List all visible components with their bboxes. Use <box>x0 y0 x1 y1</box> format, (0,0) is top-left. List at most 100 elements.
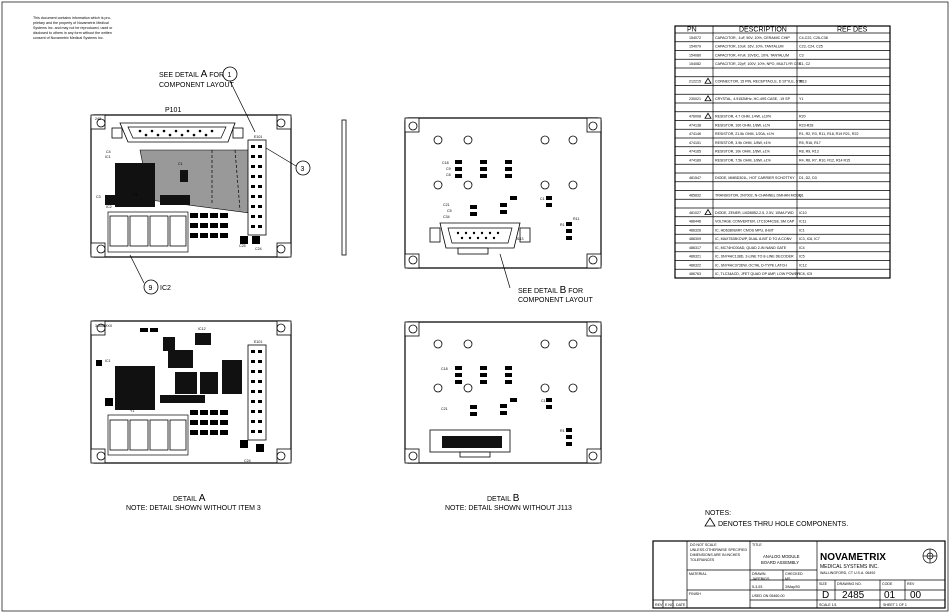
drawn-label: DRAWN <box>752 572 766 576</box>
bom-cell-pn: 474165 <box>689 150 701 154</box>
code-label: CODE <box>882 582 893 586</box>
callout-9: 9 IC2 <box>129 254 171 295</box>
tolerance-line-3: DIMENSIONS ARE IN INCHES <box>690 553 741 557</box>
bom-cell-ref: R1, R2, R3, R11, R18, R19 R21, R22 <box>799 132 858 136</box>
bom-cell-ref: R5, R16, R17 <box>799 141 821 145</box>
bom-cell-ref: C23, C24, C25 <box>799 45 823 49</box>
r11-label: R11 <box>573 217 579 221</box>
bom-cell-ref: Q1 <box>799 193 804 197</box>
bom-cell-desc: IC, MAX7528KCWP, DUAL 8-BIT D TO A CONV <box>715 237 792 241</box>
bom-cell-pn: 230021 <box>689 97 701 101</box>
bom-header-cell: PN <box>687 27 697 34</box>
title-line1: ANALOG MODULE <box>763 554 800 559</box>
r1-label-b: R1 <box>560 429 565 433</box>
board-edge-view <box>341 119 347 256</box>
c3-label: C3 <box>96 195 101 199</box>
c4-label: C4 <box>106 150 111 154</box>
warning-triangle-icon <box>704 77 712 84</box>
c21-label: C21 <box>443 203 450 207</box>
bom-cell-ref: IC10 <box>799 211 807 215</box>
ic12-label: IC12 <box>198 327 206 331</box>
detail-b-callout-line2: COMPONENT LAYOUT <box>518 297 594 304</box>
bom-cell-desc: VOLTAGE CONVERTER, LTC1044CS8, SM CAP <box>715 220 795 224</box>
detail-a-title: DETAIL A <box>173 493 206 504</box>
company-addr: WALLINGFORD, CT U.S.A. 06492 <box>820 571 875 575</box>
bom-cell-ref: IC4 <box>799 246 805 250</box>
bom-cell-pn: 154079 <box>689 45 701 49</box>
copyright-line-3: Systems Inc. and may not be reproduced, … <box>33 26 113 30</box>
bom-cell-pn: 154080 <box>689 53 701 57</box>
copyright-notice: This document contains information which… <box>33 16 114 40</box>
c34-label: C34 <box>443 215 450 219</box>
drawn-date: 5-3-93 <box>752 585 762 589</box>
callout-1-text-2: COMPONENT LAYOUT <box>159 82 235 89</box>
bom-cell-pn: 154072 <box>689 36 701 40</box>
detail-a-note: NOTE: DETAIL SHOWN WITHOUT ITEM 3 <box>126 505 261 512</box>
bom-cell-ref: C3 <box>799 53 804 57</box>
c18-label-b: C18 <box>441 367 448 371</box>
bom-cell-desc: IC, TLC34ACD, JFET QUAD OP AMP, LOW POWE… <box>715 272 800 276</box>
drawing-no-value: 2485 <box>842 590 865 601</box>
bom-cell-ref: IC8, IC9 <box>799 272 812 276</box>
title-label: TITLE <box>752 543 762 547</box>
c25-label: C25 <box>239 244 246 248</box>
callout-detail-b: SEE DETAIL B FOR COMPONENT LAYOUT <box>499 253 594 304</box>
bom-cell-desc: RESISTOR, 21.5k OHM, 1/20A, ±1% <box>715 132 775 136</box>
company-name: NOVAMETRIX <box>820 552 886 563</box>
company-sub: MEDICAL SYSTEMS INC. <box>820 564 879 570</box>
pin-label: 248 <box>95 117 101 121</box>
rev-col-2: E NO. <box>665 603 675 607</box>
code-value: 01 <box>884 590 896 601</box>
bom-cell-desc: RESISTOR, 100 OHM, 1/8W, ±1% <box>715 123 771 127</box>
callout-9-label: IC2 <box>160 285 171 292</box>
bom-cell-pn: 212215 <box>689 80 701 84</box>
c9-label: C9 <box>446 167 451 171</box>
bom-header-cell: REF DES <box>837 27 868 34</box>
checked-date: 3/May/93 <box>785 585 800 589</box>
size-label: SIZE <box>819 582 828 586</box>
bom-cell-pn: 474189 <box>689 158 701 162</box>
bom-cell-desc: CAPACITOR, 22pF, 100V, 10%, NPO, MULTLYR… <box>715 62 802 66</box>
bom-cell-pn: 154082 <box>689 62 701 66</box>
bom-cell-pn: 481547 <box>689 176 701 180</box>
warning-triangle-icon <box>704 208 712 215</box>
detail-b-title: DETAIL B <box>487 493 520 504</box>
bom-cell-ref: IC1 <box>799 228 805 232</box>
title-block: DO NOT SCALE UNLESS OTHERWISE SPECIFIED … <box>652 540 946 609</box>
bom-cell-ref: J113 <box>799 80 807 84</box>
rev-label: REV <box>907 582 915 586</box>
bom-cell-ref: R23-R28 <box>799 123 813 127</box>
callout-1-num: 1 <box>228 72 232 79</box>
bom-row: 230021 CRYSTAL, 4.9152MHz, HC-49S CASE, .… <box>689 94 803 102</box>
bom-cell-ref: R8, R9, R13 <box>799 150 819 154</box>
warning-triangle-icon <box>704 517 716 527</box>
bom-cell-ref: Y1 <box>799 97 803 101</box>
c24-label: C24 <box>255 247 262 251</box>
bom-cell-desc: CAPACITOR, 47uF, 10VDC, 10%, TANTALUM <box>715 53 789 57</box>
bom-cell-ref: IC5 <box>799 255 805 259</box>
ic1-label: IC1 <box>105 155 111 159</box>
e101-label: E101 <box>254 135 262 139</box>
bom-cell-desc: CRYSTAL, 4.9152MHz, HC-49S CASE, .19 SP <box>715 97 791 101</box>
tolerance-line-1: DO NOT SCALE <box>690 543 717 547</box>
ic2-label: IC2 <box>106 205 112 209</box>
detail-b-note: NOTE: DETAIL SHOWN WITHOUT J113 <box>445 505 572 512</box>
notes-item: DENOTES THRU HOLE COMPONENTS. <box>704 517 848 528</box>
rev-col-1: REV <box>655 603 663 607</box>
board-label-p101: P101 <box>165 107 181 114</box>
y1-label-a: Y1 <box>130 409 134 413</box>
c5-label: C5 <box>447 209 452 213</box>
